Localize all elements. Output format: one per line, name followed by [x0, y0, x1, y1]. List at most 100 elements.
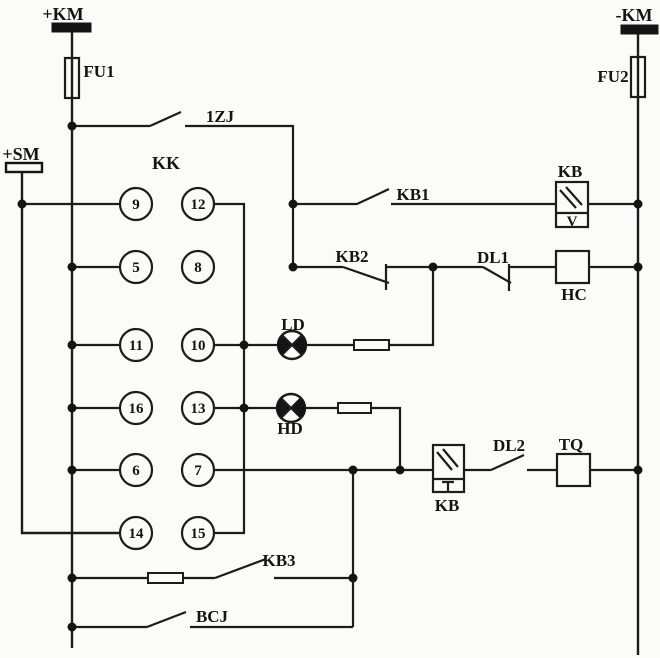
contact-kb3: KB3 [72, 551, 353, 584]
relay-tq-body [555, 452, 592, 488]
kk-contact-wires [22, 202, 246, 535]
fuse-fu1-body [63, 56, 81, 100]
junction-dots [17, 121, 643, 632]
kk-contact-12-label: 12 [191, 197, 206, 213]
hd-wire-out [371, 406, 402, 470]
kk-contact-8-label: 8 [194, 260, 202, 276]
lamp-ld-icon [276, 329, 308, 361]
terminal-sm-plus: +SM [2, 144, 44, 174]
kb3-resistor [147, 572, 184, 584]
junction-dot [348, 465, 358, 475]
junction-dot [67, 262, 77, 272]
contact-dl1: DL1 [477, 248, 556, 291]
junction-dot [67, 622, 77, 632]
junction-dot [239, 403, 249, 413]
junction-dot [239, 340, 249, 350]
dl1-contact-blade [482, 266, 512, 284]
relay-kb-current-coil-symbol [442, 480, 454, 491]
kk-contact-15: 15 [180, 515, 216, 551]
lamp-hd-icon [275, 392, 307, 424]
relay-kb-current-marks [433, 448, 464, 481]
junction-dot [633, 199, 643, 209]
kk-contact-9: 9 [118, 186, 154, 222]
terminal-sm-plus-bar [4, 161, 44, 174]
fuse-fu1-label: FU1 [83, 62, 114, 81]
contact-1zj: 1ZJ [72, 107, 295, 267]
1zj-contact-blade [149, 110, 182, 128]
junction-dot [67, 121, 77, 131]
kk-contact-6: 6 [118, 452, 154, 488]
contact-kb1: KB1 [293, 185, 556, 206]
junction-dot [348, 573, 358, 583]
junction-dot [67, 340, 77, 350]
kk-contact-14: 14 [118, 515, 154, 551]
fuse-fu1: FU1 [63, 56, 115, 100]
kk-contact-15-label: 15 [191, 526, 206, 542]
terminal-km-minus-label: -KM [616, 5, 653, 25]
junction-dot [428, 262, 438, 272]
bus-wires [20, 31, 640, 655]
junction-dot [633, 465, 643, 475]
junction-dot [395, 465, 405, 475]
kk-contact-13: 13 [180, 390, 216, 426]
dl2-contact-blade [490, 453, 525, 472]
kk-left-stub-wires [22, 202, 120, 472]
trip-row: KB DL2 TQ [214, 435, 638, 515]
kk-contact-16: 16 [118, 390, 154, 426]
kk-contact-6-label: 6 [132, 463, 140, 479]
terminal-sm-plus-label: +SM [2, 144, 39, 164]
terminal-km-plus-label: +KM [42, 4, 83, 24]
kk-contact-16-label: 16 [129, 401, 145, 417]
bcj-contact-blade [146, 610, 187, 629]
junction-dot [288, 199, 298, 209]
relay-kb-current-label: KB [435, 496, 460, 515]
relay-hc-body [554, 249, 591, 285]
relay-kb-voltage: KB V [554, 162, 638, 230]
ld-wire-out [389, 267, 435, 347]
relay-kb-voltage-body [554, 180, 590, 229]
kk-contact-13-label: 13 [191, 401, 206, 417]
kk-contact-5-label: 5 [132, 260, 140, 276]
junction-dot [288, 262, 298, 272]
kk-contact-12: 12 [180, 186, 216, 222]
junction-dot [67, 573, 77, 583]
kk-contact-11: 11 [118, 327, 154, 363]
ld-label: LD [281, 315, 305, 334]
junction-dot [67, 403, 77, 413]
bcj-label: BCJ [196, 607, 229, 626]
kb1-label: KB1 [396, 185, 429, 204]
relay-kb-voltage-letter: V [567, 214, 578, 230]
kk-contact-8: 8 [180, 249, 216, 285]
ld-resistor [353, 339, 390, 351]
relay-hc-label: HC [561, 285, 587, 304]
relay-kb-voltage-label: KB [558, 162, 583, 181]
relay-tq-label: TQ [559, 435, 584, 454]
terminal-km-plus-bar [51, 22, 92, 33]
fuse-fu2: FU2 [597, 55, 647, 99]
kk-contact-5: 5 [118, 249, 154, 285]
kk-switch-block: KK 9 12 5 8 11 [22, 153, 246, 551]
relay-kb-voltage-marks [556, 186, 588, 215]
1zj-wire-out [185, 124, 295, 267]
dl1-label: DL1 [477, 248, 509, 267]
kb3-contact-blade [214, 557, 267, 580]
contact-dl2: DL2 [490, 436, 557, 472]
contact-kb2: KB2 [293, 247, 483, 290]
terminal-km-minus-bar [620, 24, 659, 35]
fuse-fu2-label: FU2 [597, 67, 628, 86]
kk-contact-11-label: 11 [129, 338, 143, 354]
kb2-contact-blade [342, 265, 390, 285]
hd-label: HD [277, 419, 303, 438]
kb3-label: KB3 [262, 551, 295, 570]
relay-kb-current: KB [431, 443, 466, 515]
junction-dot [67, 465, 77, 475]
kk-riser-wire [214, 202, 246, 535]
kb2-label: KB2 [335, 247, 368, 266]
kk-contact-7-label: 7 [194, 463, 202, 479]
kk-contact-10-label: 10 [191, 338, 206, 354]
1zj-label: 1ZJ [206, 107, 235, 126]
kk-contact-14-label: 14 [129, 526, 145, 542]
kb1-contact-blade [356, 188, 390, 205]
kk-contact-9-label: 9 [132, 197, 140, 213]
